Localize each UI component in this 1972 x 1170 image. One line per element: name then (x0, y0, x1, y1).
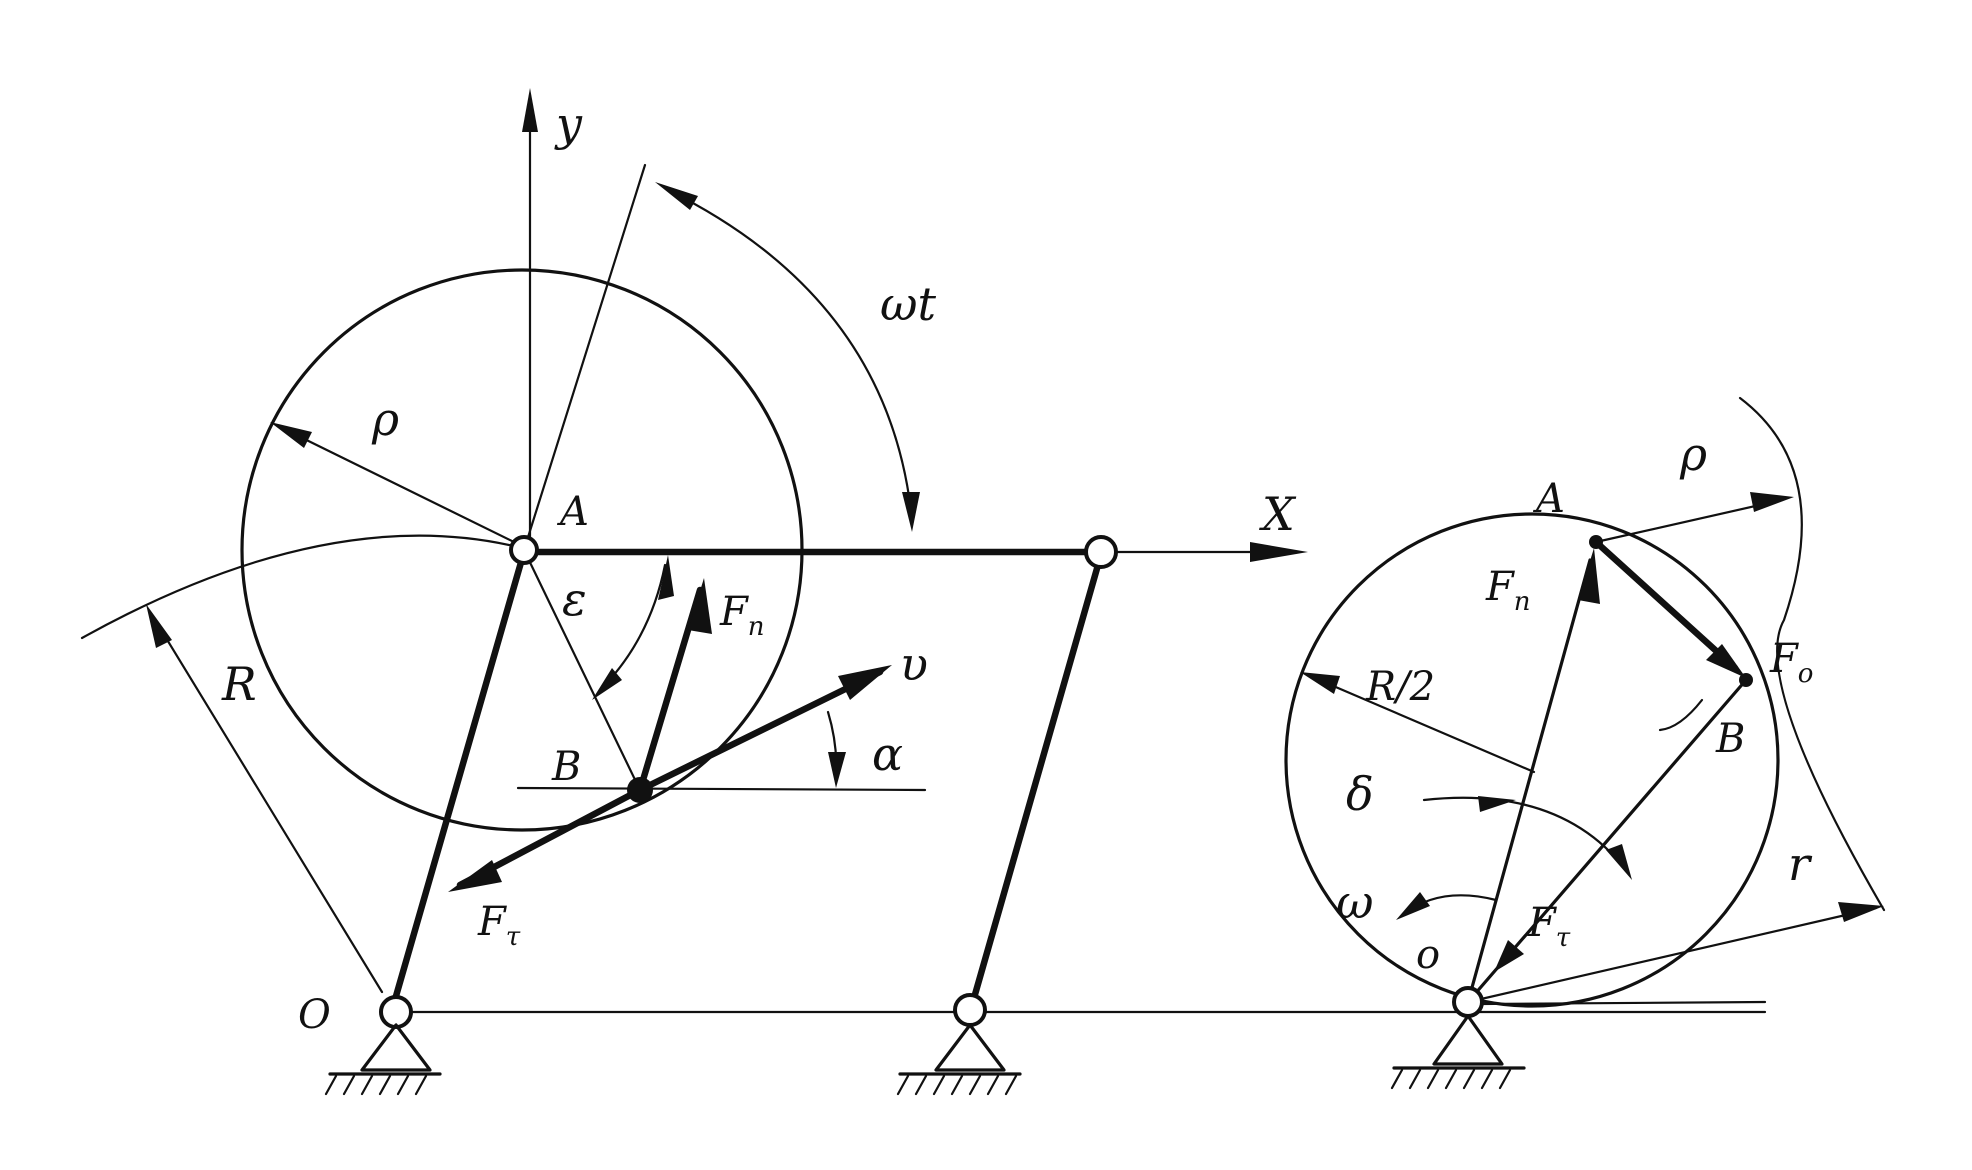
label-Fo-right-sub: o (1798, 659, 1814, 689)
y-axis-arrowhead (522, 88, 538, 132)
radius-rho-head (270, 422, 312, 448)
arc-omega-t (666, 188, 914, 522)
arc-omega-t-head-bottom (902, 492, 920, 532)
arc-outer-right (1738, 396, 1886, 912)
label-B-left: B (551, 744, 581, 790)
label-y-axis: y (554, 97, 583, 151)
label-alpha: α (872, 727, 903, 781)
support-middle (896, 1023, 1022, 1096)
label-Fn-left: Fn (719, 589, 765, 642)
label-F-tau-right-main: F (1527, 900, 1557, 946)
radius-rho-right-head (1750, 492, 1794, 512)
vector-v-head (838, 665, 892, 700)
label-B-right: B (1715, 716, 1745, 762)
label-x-axis: X (1259, 487, 1297, 541)
arc-omega-t-head-top (655, 182, 698, 210)
label-Fn-left-sub: n (748, 612, 765, 642)
vector-F-n-right-head (1578, 548, 1600, 604)
line-OA-right (1466, 558, 1592, 1004)
label-epsilon: ε (562, 572, 587, 626)
support-O-right (1390, 1014, 1526, 1090)
label-A-left: A (556, 489, 589, 535)
label-O-right: o (1416, 932, 1440, 978)
arc-near-B (1658, 698, 1704, 732)
label-rho-left: ρ (371, 392, 399, 446)
arc-delta (1422, 796, 1628, 872)
arc-alpha-head (828, 752, 846, 788)
label-F-tau-left-main: F (477, 899, 507, 945)
arc-R-left (80, 534, 524, 640)
label-omega: ω (1336, 875, 1374, 929)
vector-F-o (1592, 538, 1739, 672)
point-B-right (1739, 673, 1753, 687)
dimension-R (150, 613, 384, 994)
arc-epsilon-head-bottom (592, 668, 622, 700)
label-F-tau-left-sub: τ (506, 922, 521, 952)
x-axis-arrowhead (1250, 542, 1308, 562)
hinge-O-right (1452, 986, 1484, 1018)
radius-R-half (1308, 674, 1536, 774)
label-Fn-right: Fn (1485, 564, 1531, 617)
support-O-left (324, 1023, 442, 1096)
label-Fn-right-sub: n (1514, 587, 1531, 617)
label-Fo-right-main: F (1769, 636, 1799, 682)
vector-F-n-left-head (688, 578, 712, 634)
label-v: υ (900, 637, 928, 691)
rotating-radius (522, 163, 647, 552)
line-AB (522, 548, 642, 792)
arc-epsilon (598, 563, 667, 692)
label-r: r (1788, 837, 1813, 891)
vector-F-n-left (636, 586, 704, 794)
dimension-r (1466, 906, 1878, 1004)
crank-OA (388, 548, 528, 1014)
hinge-A (509, 535, 539, 565)
reference-line-B (516, 786, 927, 792)
vector-F-tau-left-head (448, 860, 502, 892)
point-A-right (1589, 535, 1603, 549)
label-R-half: R/2 (1365, 664, 1435, 710)
ground-line-right (1478, 1000, 1767, 1006)
label-F-tau-left: Fτ (477, 899, 521, 952)
dimension-R-head (146, 604, 172, 648)
arc-delta-head (1606, 844, 1632, 880)
label-delta: δ (1346, 767, 1374, 821)
label-A-right: A (1532, 476, 1565, 522)
label-Fn-right-main: F (1485, 564, 1515, 610)
rocker-right (968, 554, 1104, 1009)
dimension-r-head (1838, 902, 1884, 922)
arc-epsilon-head-top (658, 555, 674, 600)
radius-R-half-head (1300, 672, 1340, 694)
label-R-left: R (221, 657, 257, 711)
circle-R-half (1284, 512, 1780, 1008)
label-omega-t: ωt (880, 277, 937, 331)
arc-delta-start-head (1478, 796, 1516, 812)
label-O-left: O (298, 992, 331, 1038)
label-F-tau-right-sub: τ (1556, 923, 1571, 953)
vector-F-tau-right-head (1494, 940, 1524, 972)
label-Fn-left-main: F (719, 589, 749, 635)
point-B-left (627, 777, 653, 803)
label-Fo-right: Fo (1769, 636, 1813, 689)
radius-rho-right (1594, 498, 1784, 544)
vector-F-o-head (1706, 644, 1746, 678)
vector-v (636, 668, 884, 794)
label-F-tau-right: Fτ (1527, 900, 1571, 953)
label-rho-right: ρ (1679, 427, 1707, 481)
hinge-middle (953, 993, 987, 1027)
radius-rho (278, 425, 520, 546)
arc-omega-head (1396, 892, 1430, 920)
hinge-right-link (1084, 535, 1118, 569)
hinge-O-left (379, 995, 413, 1029)
